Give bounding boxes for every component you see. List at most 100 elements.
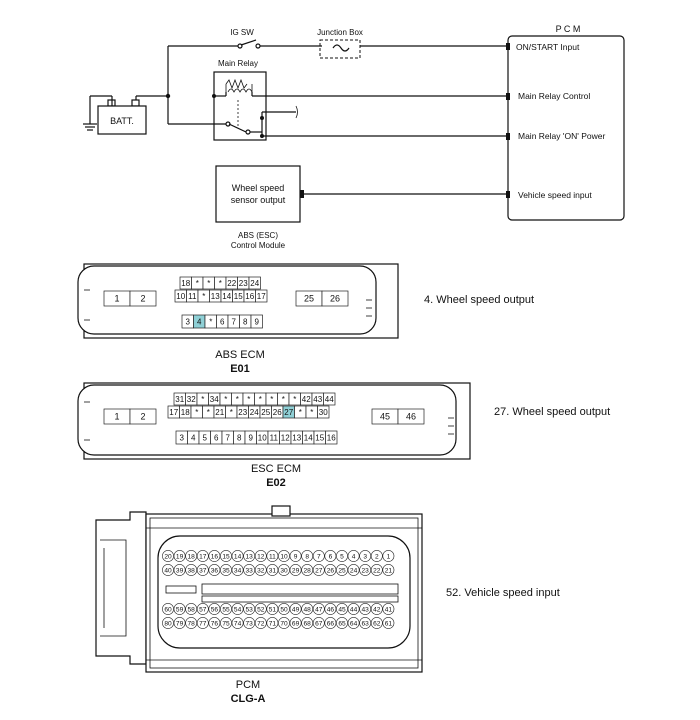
pcm-pin-label: 31 (269, 568, 277, 575)
pcm-pin-label: 62 (373, 621, 381, 628)
esc-pin-label: 25 (261, 408, 270, 417)
abs-pin-label: 23 (239, 279, 248, 288)
pcm-label: P C M (556, 24, 581, 34)
pcm-pin-label: 2 (375, 554, 379, 561)
abs-side-pin-label: 25 (304, 294, 314, 304)
pcm-pin (301, 564, 314, 576)
pcm-pin (278, 617, 290, 629)
pcm-pin-relay-control: Main Relay Control (518, 91, 590, 101)
pcm-pin (370, 617, 383, 629)
pcm-connector-key (271, 505, 291, 517)
pcm-pin (347, 564, 360, 576)
pcm-connector-latch (95, 511, 147, 665)
pcm-pin-label: 53 (246, 607, 254, 614)
pcm-pin-label: 70 (280, 621, 288, 628)
esc-pin-label: 9 (249, 434, 254, 443)
pcm-pin-label: 19 (176, 554, 184, 561)
abs-module-label-2: Control Module (231, 241, 286, 250)
abs-pin-label: 8 (243, 318, 248, 327)
pcm-pin (254, 603, 267, 615)
abs-pin-label: 3 (186, 318, 191, 327)
pcm-pin (185, 564, 198, 576)
abs-pin-label: * (209, 318, 212, 327)
esc-pin-label: 12 (281, 434, 290, 443)
esc-side-pin-cell (397, 408, 425, 425)
pcm-pin (347, 550, 360, 562)
pcm-pin (220, 603, 232, 615)
pcm-pin-label: 66 (327, 621, 335, 628)
pcm-pin-label: 21 (385, 568, 393, 575)
pcm-pin-label: 64 (350, 621, 358, 628)
pcm-pin (220, 550, 232, 562)
pcm-pin (382, 617, 395, 629)
pcm-pin (220, 564, 232, 576)
pcm-pin-label: 71 (269, 621, 277, 628)
esc-pin-label: * (195, 408, 198, 417)
battery-label: BATT. (110, 116, 134, 126)
pcm-pin-vehicle-speed: Vehicle speed input (518, 190, 592, 200)
esc-connector-name: ESC ECM (251, 463, 301, 475)
abs-connector-name: ABS ECM (215, 349, 265, 361)
pcm-pin (231, 564, 244, 576)
esc-pin-label: * (282, 395, 285, 404)
pcm-pin (196, 617, 209, 629)
pcm-pin-label: 42 (373, 607, 381, 614)
pcm-pin-label: 20 (164, 554, 172, 561)
ig-sw-label: IG SW (230, 28, 254, 37)
esc-pin-label: 14 (304, 434, 313, 443)
pcm-pin-label: 55 (222, 607, 230, 614)
junction-box (319, 39, 361, 59)
esc-pin-label: 7 (226, 434, 231, 443)
pcm-pin-label: 52 (257, 607, 265, 614)
esc-pin-label: 4 (191, 434, 196, 443)
abs-side-pin-cell (129, 290, 157, 307)
pcm-pin-label: 18 (188, 554, 196, 561)
esc-pin-label: 13 (292, 434, 301, 443)
pcm-pin-label: 58 (188, 607, 196, 614)
pcm-pin-label: 61 (385, 621, 393, 628)
pcm-pin (289, 564, 302, 576)
abs-pin-label: * (219, 279, 222, 288)
pcm-pin (220, 617, 232, 629)
pcm-pin-relay-power: Main Relay 'ON' Power (518, 131, 605, 141)
schematic: BATT. IG SW Junction Box Main Relay (83, 24, 625, 250)
pcm-pin (196, 564, 209, 576)
pcm-pin-label: 47 (315, 607, 323, 614)
esc-pin-label: * (310, 408, 313, 417)
pcm-pin-label: 40 (164, 568, 172, 575)
abs-pin-label: 10 (176, 292, 185, 301)
esc-side-pin-cell (129, 408, 157, 425)
pcm-pin (324, 564, 337, 576)
pcm-pin-label: 50 (280, 607, 288, 614)
esc-pin-label: 8 (237, 434, 242, 443)
abs-pin-label: 4 (197, 318, 202, 327)
pcm-pin-label: 35 (222, 568, 230, 575)
pcm-pin (278, 550, 290, 562)
esc-pin-label: 16 (327, 434, 336, 443)
abs-pin-label: 16 (245, 292, 254, 301)
pcm-pin-label: 32 (257, 568, 265, 575)
pcm-connector-code: CLG-A (231, 693, 266, 705)
pcm-pin-label: 29 (292, 568, 300, 575)
pcm-pin-label: 25 (338, 568, 346, 575)
pcm-pin (301, 550, 314, 562)
pcm-pin-label: 15 (222, 554, 230, 561)
pcm-pin-label: 1 (387, 554, 391, 561)
pcm-pin-label: 27 (315, 568, 323, 575)
pcm-pin-on-start: ON/START Input (516, 42, 580, 52)
pcm-pin (359, 564, 372, 576)
pcm-pin (208, 550, 221, 562)
pcm-pin-label: 48 (304, 607, 312, 614)
esc-pin-label: 32 (187, 395, 196, 404)
pcm-pin (266, 550, 279, 562)
esc-pin-label: 42 (302, 395, 311, 404)
pcm-connector-note: 52. Vehicle speed input (446, 587, 560, 599)
pcm-pin (312, 603, 325, 615)
pcm-pin-label: 36 (211, 568, 219, 575)
pcm-pin-label: 16 (211, 554, 219, 561)
pcm-pin (162, 550, 174, 562)
abs-connector-note: 4. Wheel speed output (424, 294, 534, 306)
pcm-pin-label: 73 (246, 621, 254, 628)
pcm-pin (162, 564, 174, 576)
esc-connector-code: E02 (266, 477, 286, 489)
